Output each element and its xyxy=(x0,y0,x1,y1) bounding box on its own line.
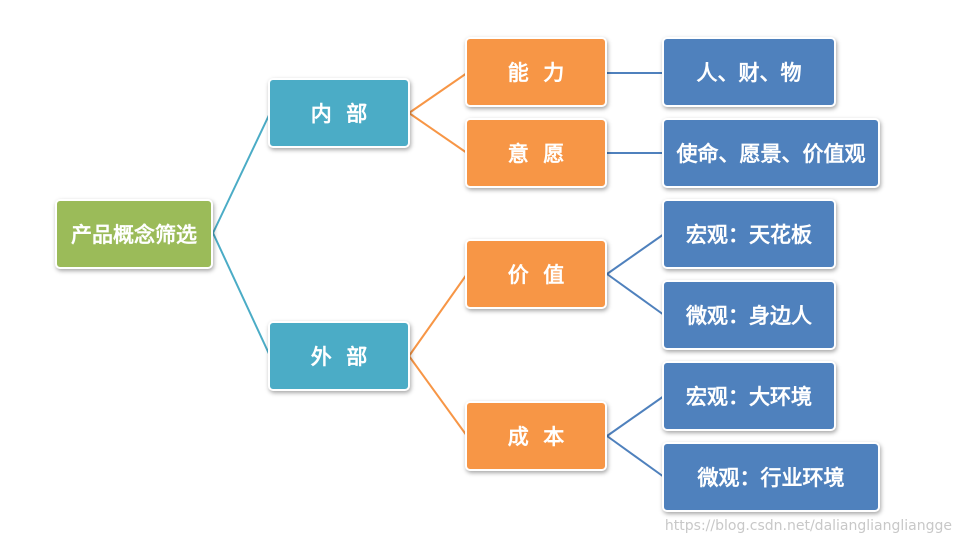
external-node: 外 部 xyxy=(268,321,410,391)
ability-node: 能 力 xyxy=(465,37,607,107)
cost-node: 成 本 xyxy=(465,401,607,471)
value-micro-node: 微观：身边人 xyxy=(662,280,836,350)
will-node: 意 愿 xyxy=(465,118,607,188)
line-external-cost xyxy=(408,355,468,437)
line-internal-ability xyxy=(408,72,468,114)
cost-micro-node: 微观：行业环境 xyxy=(662,442,880,512)
line-external-value xyxy=(408,273,468,357)
internal-node: 内 部 xyxy=(268,78,410,148)
line-root-internal xyxy=(212,112,271,234)
cost-macro-node: 宏观：大环境 xyxy=(662,361,836,431)
line-cost-micro xyxy=(606,435,665,478)
line-internal-will xyxy=(408,112,468,154)
watermark: https://blog.csdn.net/daliangliangliangg… xyxy=(664,518,952,534)
line-root-external xyxy=(212,232,271,357)
value-macro-node: 宏观：天花板 xyxy=(662,199,836,269)
will-leaf-node: 使命、愿景、价值观 xyxy=(662,118,880,188)
line-value-micro xyxy=(606,273,665,316)
line-value-macro xyxy=(606,233,665,275)
line-cost-macro xyxy=(606,395,665,437)
value-node: 价 值 xyxy=(465,239,607,309)
ability-leaf-node: 人、财、物 xyxy=(662,37,836,107)
root-node: 产品概念筛选 xyxy=(55,199,213,269)
